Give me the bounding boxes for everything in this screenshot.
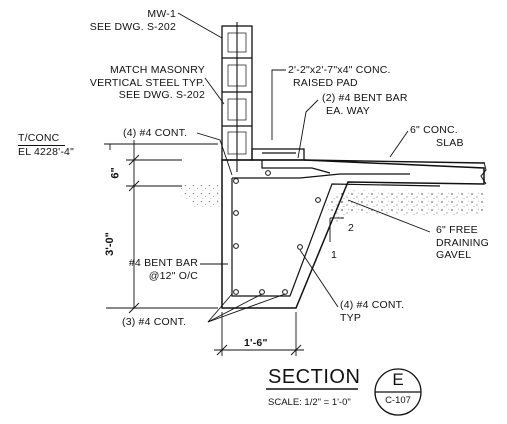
callout-three-cont: (3) #4 CONT.	[122, 316, 187, 328]
continuous-bars	[233, 170, 321, 295]
dim-six-inch: 6"	[109, 167, 122, 179]
section-letter: E	[392, 370, 404, 389]
dim-three-ft: 3'-0"	[103, 232, 116, 256]
callout-match-masonry: MATCH MASONRY VERTICAL STEEL TYP. SEE DW…	[89, 64, 205, 101]
section-title: SECTION	[268, 366, 361, 388]
slope-indicator	[329, 217, 344, 242]
callout-four-cont-typ: (4) #4 CONT. TYP	[340, 299, 405, 324]
elevation-marker	[104, 143, 218, 150]
scale-label: SCALE: 1/2" = 1'-0"	[268, 397, 351, 408]
sheet-number: C-107	[385, 395, 411, 406]
gravel-bed	[340, 190, 484, 216]
soil-hatch-left	[180, 185, 222, 208]
callout-bent-bar-each-way: (2) #4 BENT BAR EA. WAY	[322, 92, 408, 117]
callout-free-draining-gravel: 6" FREE DRAINING GAVEL	[436, 224, 489, 261]
callout-bent-bar-12oc: #4 BENT BAR @12" O/C	[128, 257, 198, 282]
elevation-label: T/CONC EL 4228'-4"	[18, 132, 74, 158]
slab-top	[303, 159, 485, 164]
dim-one-six: 1'-6"	[244, 337, 268, 349]
slope-rise-label: 2	[348, 222, 355, 234]
callout-raised-pad: 2'-2"x2'-7"x4" CONC. RAISED PAD	[288, 64, 391, 89]
masonry-wall	[221, 22, 253, 172]
slab-break	[480, 161, 487, 185]
callout-four-cont-top: (4) #4 CONT.	[123, 127, 188, 139]
callout-conc-slab: 6" CONC. SLAB	[410, 124, 464, 149]
raised-pad	[251, 148, 305, 161]
section-bubble	[374, 368, 422, 416]
footing-rebar	[231, 152, 441, 297]
callout-mw1: MW-1 SEE DWG. S-202	[89, 8, 176, 33]
slope-run-label: 1	[331, 249, 338, 261]
horizontal-dimension	[214, 312, 304, 356]
vertical-dimension	[106, 140, 218, 314]
leader-lines	[177, 12, 431, 323]
